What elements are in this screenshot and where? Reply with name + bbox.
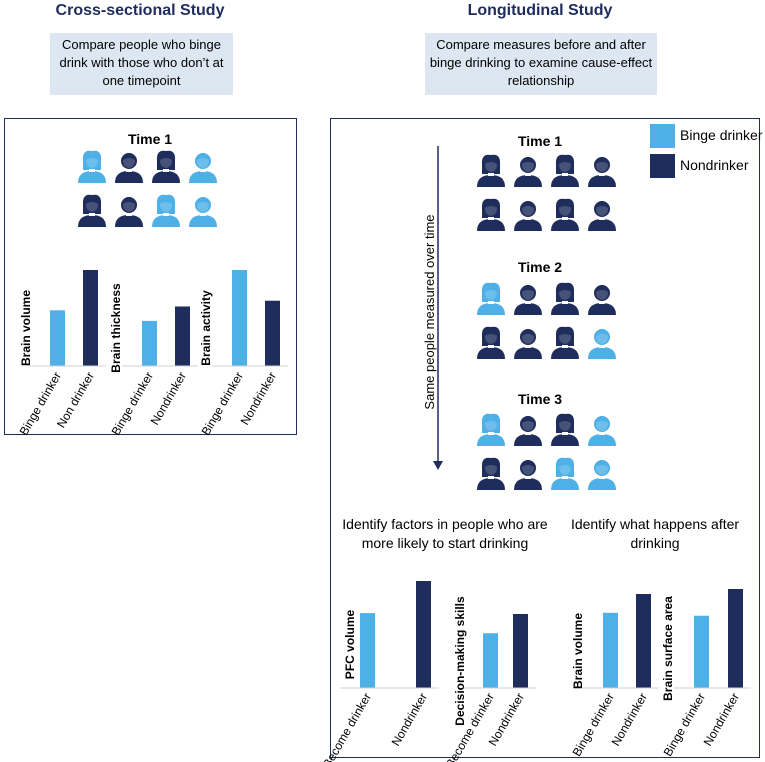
chart-1-bar-2: [83, 270, 98, 366]
cross-person-0-3: [189, 153, 217, 183]
time3-person-1-2: [551, 457, 579, 490]
chart-1-category-1: Binge drinker: [17, 370, 64, 438]
time2-person-1-1: [514, 329, 542, 359]
time2-person-0-2: [551, 282, 579, 315]
cross-person-0-0: [78, 150, 106, 183]
chart-3-bar-2: [265, 300, 280, 366]
chart-2-bar-2: [175, 306, 190, 366]
after-title: Identify what happens after drinking: [570, 516, 740, 551]
chart-7-bar-2: [728, 589, 743, 688]
chart-5-category-1: Become drinker: [443, 691, 497, 762]
chart-3-bar-1: [232, 270, 247, 366]
time2-person-0-0: [477, 282, 505, 315]
time1-person-1-0: [477, 198, 505, 231]
chart-1-ylabel: Brain volume: [19, 290, 33, 366]
time3-person-0-2: [551, 413, 579, 446]
time1-person-1-3: [588, 201, 616, 231]
time3-person-0-3: [588, 416, 616, 446]
cross-sectional-description: Compare people who binge drink with thos…: [50, 33, 233, 95]
chart-3-ylabel: Brain activity: [199, 290, 213, 366]
time3-person-1-0: [477, 457, 505, 490]
chart-3-category-1: Binge drinker: [199, 370, 246, 438]
time1-person-0-1: [514, 157, 542, 187]
long-time-2-label: Time 2: [517, 259, 563, 275]
chart-6-bar-2: [636, 594, 651, 688]
chart-4-bar-1: [360, 613, 375, 688]
chart-4-bar-2: [416, 581, 431, 688]
chart-2-ylabel: Brain thickness: [109, 283, 123, 373]
chart-6-ylabel: Brain volume: [571, 613, 585, 689]
cross-time-label: Time 1: [127, 131, 173, 147]
cross-person-0-2: [152, 150, 180, 183]
longitudinal-panel: [330, 118, 760, 758]
chart-2-bar-1: [142, 320, 157, 366]
time1-person-0-0: [477, 154, 505, 187]
time1-person-0-3: [588, 157, 616, 187]
chart-7-ylabel: Brain surface area: [661, 596, 675, 701]
time2-person-1-2: [551, 326, 579, 359]
legend-non-label: Nondrinker: [680, 157, 749, 173]
chart-6-bar-1: [603, 612, 618, 688]
time1-person-0-2: [551, 154, 579, 187]
cross-person-0-1: [115, 153, 143, 183]
cross-person-1-2: [152, 194, 180, 227]
chart-7-bar-1: [694, 615, 709, 688]
chart-5-bar-1: [483, 633, 498, 688]
longitudinal-title: Longitudinal Study: [467, 2, 613, 19]
factors-title: Identify factors in people who are more …: [342, 516, 548, 551]
cross-sectional-panel: [4, 118, 297, 435]
chart-4-category-2: Nondrinker: [389, 691, 430, 749]
cross-person-1-3: [189, 197, 217, 227]
time2-person-0-3: [588, 285, 616, 315]
time1-person-1-2: [551, 198, 579, 231]
time3-person-1-1: [514, 460, 542, 490]
legend: Binge drinker Nondrinker: [650, 124, 763, 184]
legend-non-swatch: [650, 154, 675, 178]
chart-4-ylabel: PFC volume: [343, 610, 357, 680]
legend-binge-swatch: [650, 124, 675, 148]
long-time-3-label: Time 3: [517, 391, 563, 407]
chart-1-bar-1: [50, 310, 65, 366]
cross-person-1-0: [78, 194, 106, 227]
longitudinal-description: Compare measures before and after binge …: [425, 33, 657, 95]
long-time-1-label: Time 1: [517, 133, 563, 149]
chart-5-bar-2: [513, 614, 528, 688]
time3-person-0-0: [477, 413, 505, 446]
chart-2-category-1: Binge drinker: [109, 370, 156, 438]
cross-person-1-1: [115, 197, 143, 227]
time2-person-1-3: [588, 329, 616, 359]
chart-4-category-1: Become drinker: [320, 691, 374, 762]
legend-binge-label: Binge drinker: [680, 127, 763, 143]
time2-person-1-0: [477, 326, 505, 359]
cross-sectional-title: Cross-sectional Study: [55, 2, 225, 19]
chart-6-category-1: Binge drinker: [570, 691, 617, 759]
time3-person-1-3: [588, 460, 616, 490]
time3-person-0-1: [514, 416, 542, 446]
time2-person-0-1: [514, 285, 542, 315]
time1-person-1-1: [514, 201, 542, 231]
chart-5-ylabel: Decision-making skills: [453, 596, 467, 726]
